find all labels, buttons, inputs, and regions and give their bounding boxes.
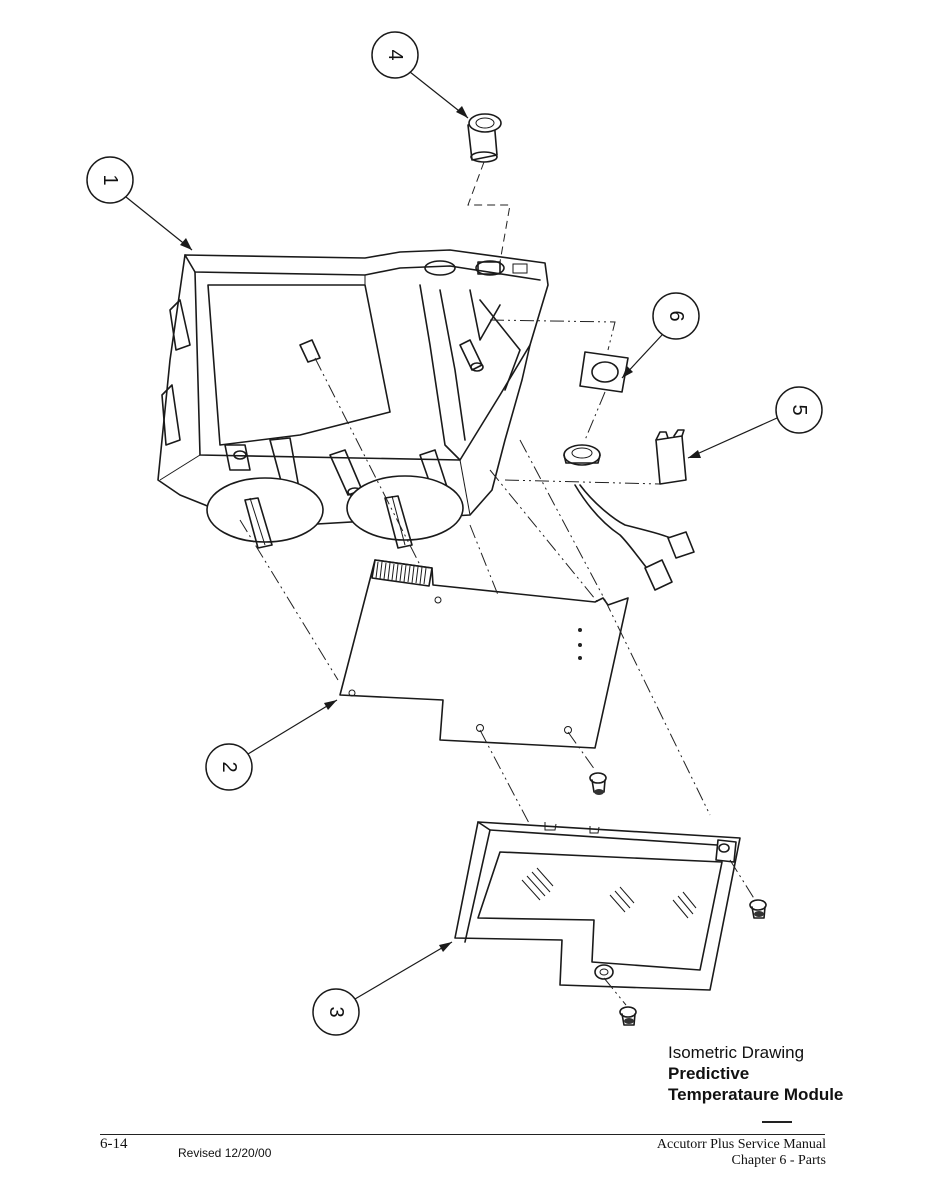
callout-6-label: 6 [665, 310, 687, 321]
drawing-title-line-2: Predictive [668, 1063, 843, 1084]
circuit-board-part-2 [340, 560, 628, 748]
wire-harness [575, 485, 694, 590]
callout-1-label: 1 [99, 174, 121, 185]
screw-right [750, 900, 766, 918]
housing-part [158, 250, 548, 548]
manual-title: Accutorr Plus Service Manual [657, 1137, 826, 1153]
drawing-title-block: Isometric Drawing Predictive Temperataur… [668, 1042, 843, 1105]
revision-date: Revised 12/20/00 [178, 1146, 271, 1160]
callout-4-label: 4 [384, 49, 406, 60]
nut-part [564, 445, 600, 465]
drawing-title-line-1: Isometric Drawing [668, 1042, 843, 1063]
cover-plate-part-3 [455, 822, 740, 990]
callout-2: 2 [206, 700, 337, 790]
footer-rule [100, 1134, 825, 1135]
callout-1: 1 [87, 157, 192, 250]
sensor-part-5 [656, 430, 686, 484]
callout-4: 4 [372, 32, 468, 118]
screw-board [590, 773, 606, 795]
callout-3: 3 [313, 942, 452, 1035]
callout-2-label: 2 [218, 761, 240, 772]
callout-5: 5 [688, 387, 822, 458]
footer-mark [762, 1121, 792, 1123]
fitting-part-4 [468, 114, 501, 162]
drawing-title-line-3: Temperataure Module [668, 1084, 843, 1105]
screw-bottom [620, 1007, 636, 1025]
page-number: 6-14 [100, 1136, 128, 1153]
manual-info: Accutorr Plus Service Manual Chapter 6 -… [657, 1137, 826, 1169]
callout-3-label: 3 [325, 1006, 347, 1017]
callout-5-label: 5 [788, 404, 810, 415]
callout-6: 6 [622, 293, 699, 378]
gasket-part-6 [580, 352, 628, 392]
chapter-label: Chapter 6 - Parts [657, 1153, 826, 1169]
